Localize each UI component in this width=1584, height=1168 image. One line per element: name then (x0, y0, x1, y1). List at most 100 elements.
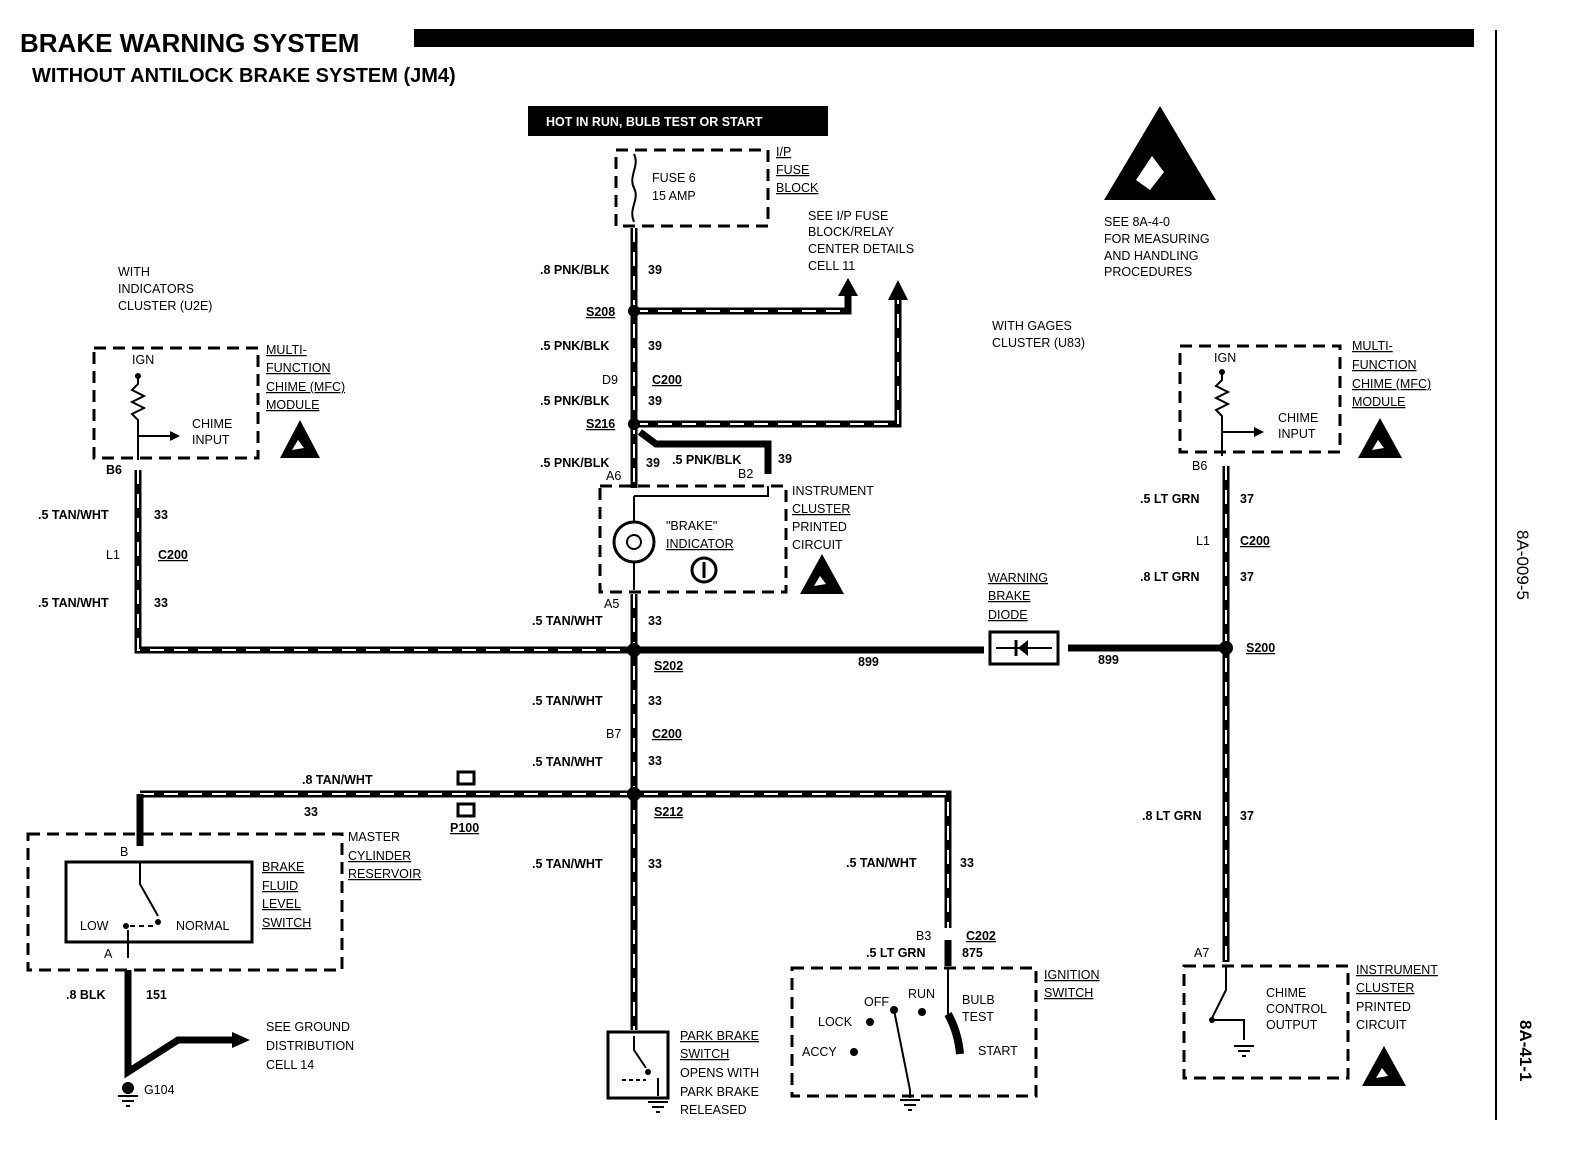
see-fuse-note-4: CELL 11 (808, 259, 855, 273)
park-brake-1: PARK BRAKE (680, 1029, 759, 1043)
wire-s216-branch (634, 300, 902, 428)
circuit-899-left: 899 (858, 655, 879, 669)
center-s202: S202 (654, 659, 683, 673)
park-brake-5: RELEASED (680, 1103, 747, 1117)
center-circ-9: 33 (304, 805, 318, 819)
left-mfc-module-1: MULTI- (266, 343, 307, 357)
wire-s216-to-b2 (637, 429, 772, 474)
brake-fluid-switch-box (64, 860, 254, 944)
g104-ground-icon (118, 1095, 138, 1107)
ign-bulb-1: BULB (962, 993, 995, 1007)
ground-ref-arrow (232, 1032, 250, 1048)
right-cluster-4: CIRCUIT (1356, 1018, 1407, 1032)
right-cluster-box (1182, 964, 1350, 1080)
splice-s212 (627, 787, 641, 801)
ign-run: RUN (908, 987, 935, 1001)
right-mfc-module-2: FUNCTION (1352, 358, 1417, 372)
ign-off: OFF (864, 995, 889, 1009)
center-wire-4: .5 PNK/BLK (540, 456, 609, 470)
esd-note-3: AND HANDLING (1104, 249, 1198, 263)
left-mfc-resistor (129, 376, 147, 460)
master-pin-b: B (120, 845, 128, 859)
gages-note-2: CLUSTER (U83) (992, 336, 1085, 350)
diode-label-2: BRAKE (988, 589, 1030, 603)
right-wire-3: .8 LT GRN (1142, 809, 1202, 823)
right-conn: C200 (1240, 534, 1270, 548)
ign-bulb-2: TEST (962, 1010, 994, 1024)
center-circ-3: 39 (648, 394, 662, 408)
chime-control-3: OUTPUT (1266, 1018, 1318, 1032)
left-mfc-box (92, 346, 260, 460)
hot-label: HOT IN RUN, BULB TEST OR START (546, 115, 763, 129)
center-s208: S208 (586, 305, 615, 319)
center-s212: S212 (654, 805, 683, 819)
ign-start-contact (944, 1012, 964, 1055)
esd-note-2: FOR MEASURING (1104, 232, 1210, 246)
park-brake-ground-icon (648, 1101, 668, 1113)
center-circ-7: 33 (648, 694, 662, 708)
center-b2: B2 (738, 467, 753, 481)
circuit-899-right: 899 (1098, 653, 1119, 667)
ign-circ-1: 33 (960, 856, 974, 870)
fluid-switch-1: BRAKE (262, 860, 304, 874)
left-mfc-note-1: WITH (118, 265, 150, 279)
center-wire-9: .8 TAN/WHT (302, 773, 373, 787)
left-mfc-arrow (170, 431, 180, 441)
right-wire-1: .5 LT GRN (1140, 492, 1200, 506)
left-mfc-note-2: INDICATORS (118, 282, 194, 296)
center-b7: B7 (606, 727, 621, 741)
center-d9: D9 (602, 373, 618, 387)
fuse-block-label-3: BLOCK (776, 181, 819, 195)
ign-switch-arm (893, 1009, 911, 1091)
left-circ-1: 33 (154, 508, 168, 522)
diode-icon (1018, 640, 1028, 656)
center-a6: A6 (606, 469, 621, 483)
see-fuse-note-3: CENTER DETAILS (808, 242, 914, 256)
fuse-rating: 15 AMP (652, 189, 696, 203)
diode-label-3: DIODE (988, 608, 1028, 622)
left-wire-2: .5 TAN/WHT (38, 596, 109, 610)
left-mfc-note-3: CLUSTER (U2E) (118, 299, 212, 313)
esd-note-4: PROCEDURES (1104, 265, 1192, 279)
fuse-block-label-2: FUSE (776, 163, 809, 177)
brake-symbol-icon (690, 556, 718, 584)
warning-brake-diode (988, 630, 1060, 666)
center-circ-4: 39 (646, 456, 660, 470)
esd-warning-icon-large (1104, 106, 1216, 200)
park-brake-4: PARK BRAKE (680, 1085, 759, 1099)
arrow-up-s216 (888, 280, 908, 300)
ign-c202: C202 (966, 929, 996, 943)
ground-note-1: SEE GROUND (266, 1020, 350, 1034)
reservoir-1: MASTER (348, 830, 400, 844)
park-brake-3: OPENS WITH (680, 1066, 759, 1080)
cluster-label-2: CLUSTER (792, 502, 850, 516)
splice-s208 (628, 305, 640, 317)
splice-s200 (1219, 641, 1233, 655)
center-c200: C200 (652, 373, 682, 387)
fuse-block-label-1: I/P (776, 145, 791, 159)
ign-circ-2: 875 (962, 946, 983, 960)
ignition-switch-box (790, 966, 1038, 1098)
fuse-icon (631, 153, 637, 223)
right-mfc-module-1: MULTI- (1352, 339, 1393, 353)
fluid-switch-2: FLUID (262, 879, 298, 893)
ign-switch-1: IGNITION (1044, 968, 1100, 982)
master-cylinder-box (26, 832, 344, 972)
ign-wire-2: .5 LT GRN (866, 946, 926, 960)
g104-label: G104 (144, 1083, 175, 1097)
cluster-internal-trace (634, 486, 769, 497)
right-mfc-pin: B6 (1192, 459, 1207, 473)
right-mfc-chime-2: INPUT (1278, 427, 1316, 441)
center-circ-1: 39 (648, 263, 662, 277)
right-mfc-ign: IGN (1214, 351, 1236, 365)
esd-icon-cluster (800, 554, 844, 594)
see-fuse-note-1: SEE I/P FUSE (808, 209, 888, 223)
left-mfc-pin: B6 (106, 463, 122, 477)
park-brake-arm (633, 1036, 647, 1069)
center-circ-6: 33 (648, 614, 662, 628)
ground-note-3: CELL 14 (266, 1058, 314, 1072)
left-mfc-module-2: FUNCTION (266, 361, 331, 375)
left-mfc-ign: IGN (132, 353, 154, 367)
center-circ-10: 33 (648, 857, 662, 871)
fluid-low: LOW (80, 919, 109, 933)
